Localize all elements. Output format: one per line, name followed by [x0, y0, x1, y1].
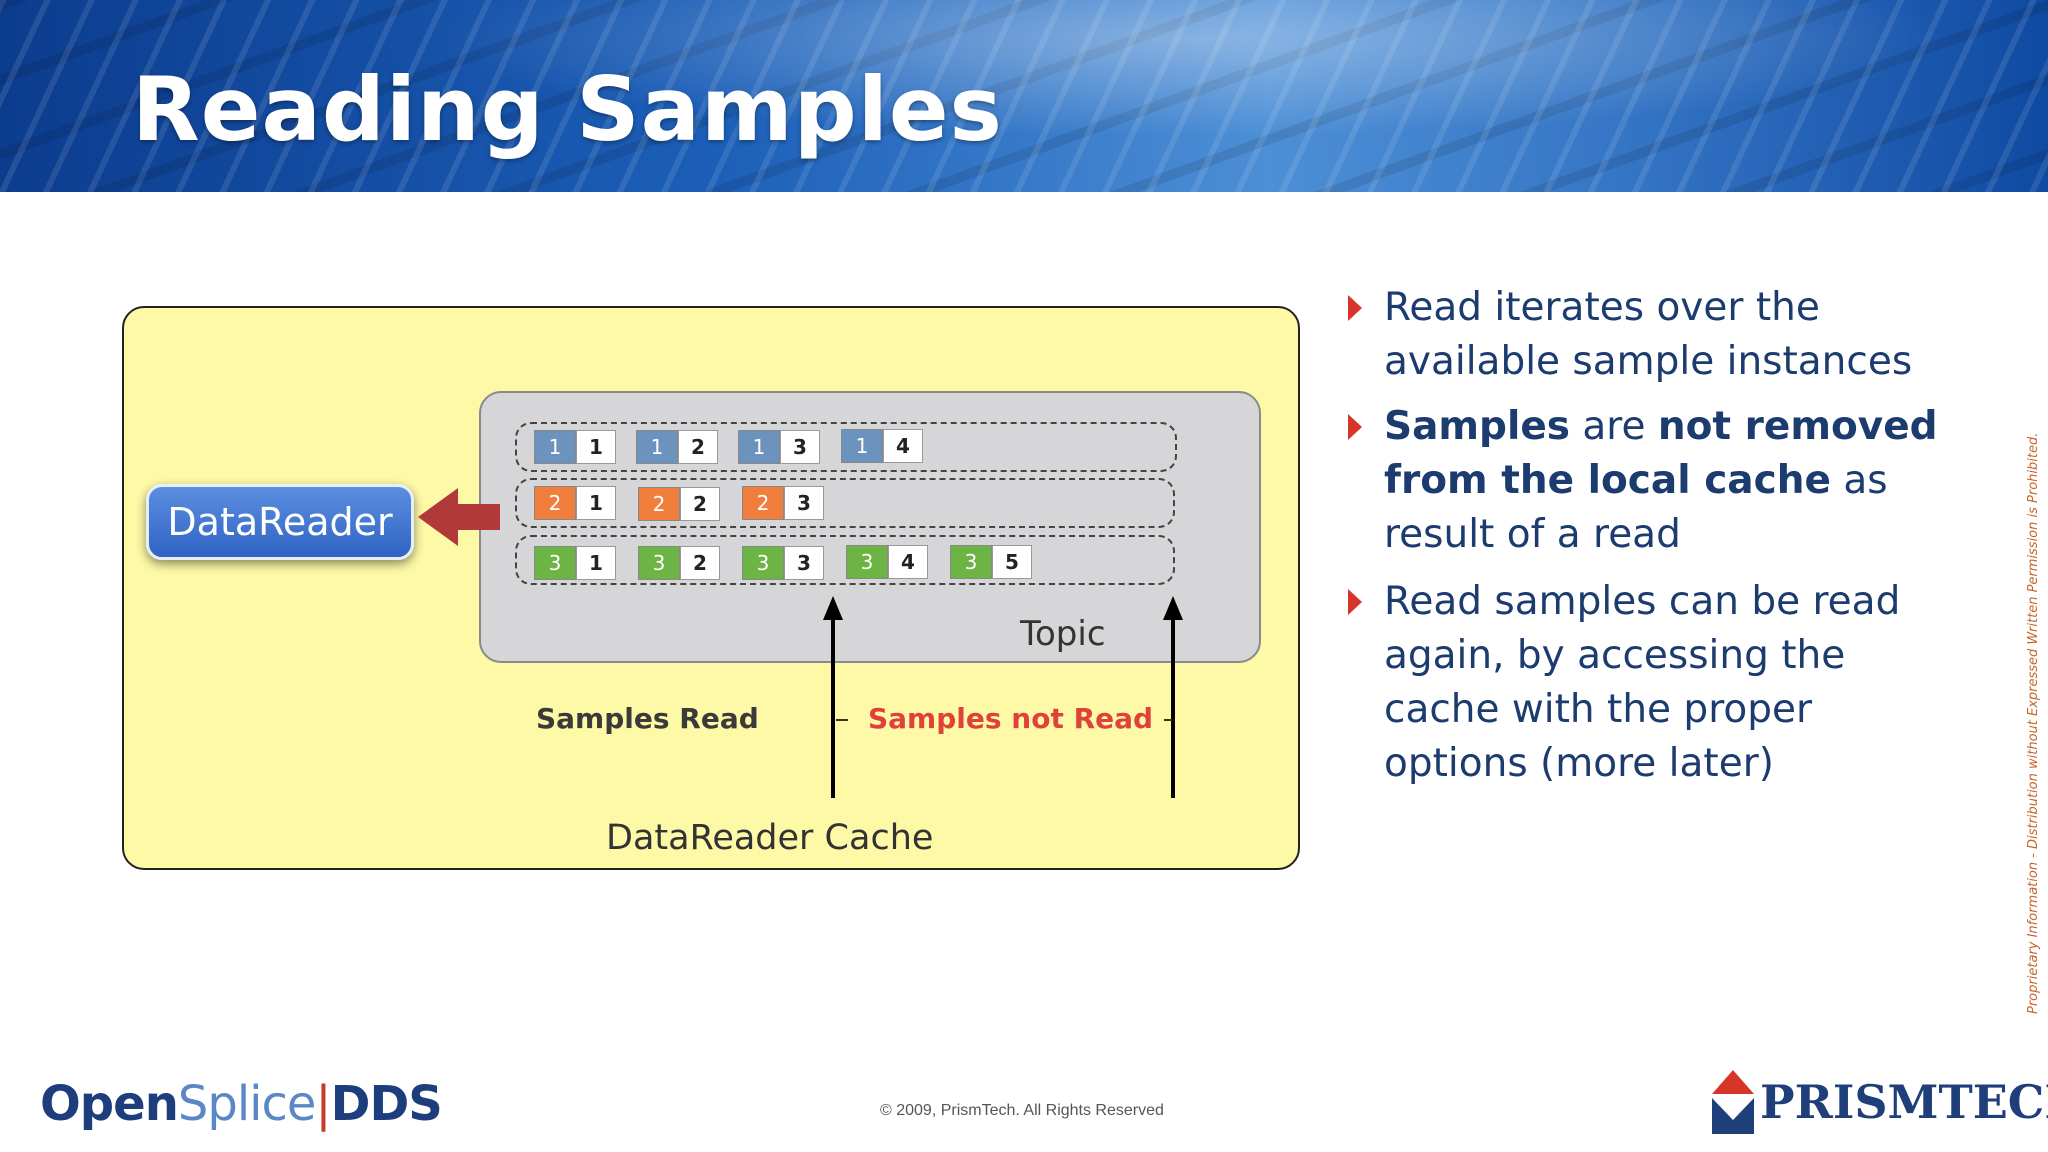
- sample-value: 3: [784, 486, 824, 520]
- bullet-text: Read iterates over the available sample …: [1384, 285, 1913, 384]
- samples-not-read-label: Samples not Read: [868, 702, 1154, 735]
- sample-key: 3: [534, 546, 576, 580]
- sample-key: 3: [950, 545, 992, 579]
- arrow-up-icon: [1163, 596, 1183, 798]
- sample-3-5: 3 5: [950, 545, 1032, 579]
- lane-instance-1: [515, 422, 1177, 472]
- sample-key: 1: [738, 430, 780, 464]
- copyright-text: © 2009, PrismTech. All Rights Reserved: [880, 1102, 1164, 1119]
- prismtech-logo: PRISMTECH: [1712, 1070, 2048, 1134]
- sample-2-3: 2 3: [742, 486, 824, 520]
- logo-splice: Splice: [177, 1076, 317, 1132]
- lane-instance-3: [515, 535, 1175, 585]
- prismtech-wordmark: PRISMTECH: [1760, 1075, 2048, 1129]
- sample-value: 2: [680, 487, 720, 521]
- topic-label: Topic: [1020, 614, 1106, 654]
- bullet-text-part: are: [1570, 404, 1658, 449]
- sample-value: 4: [888, 545, 928, 579]
- datareader-cache-label: DataReader Cache: [606, 818, 934, 858]
- sample-value: 1: [576, 430, 616, 464]
- sample-key: 1: [841, 429, 883, 463]
- bullet-emphasis: Samples: [1384, 404, 1570, 449]
- sample-key: 3: [742, 546, 784, 580]
- sample-1-2: 1 2: [636, 430, 718, 464]
- sample-3-4: 3 4: [846, 545, 928, 579]
- sample-key: 1: [636, 430, 678, 464]
- logo-separator: |: [315, 1076, 331, 1132]
- sample-value: 2: [678, 430, 718, 464]
- bullet-text: Read samples can be read again, by acces…: [1384, 579, 1901, 786]
- bullet-arrow-icon: [1348, 589, 1362, 615]
- prism-icon: [1712, 1070, 1754, 1134]
- sample-2-2: 2 2: [638, 487, 720, 521]
- logo-open: Open: [40, 1076, 179, 1132]
- sample-key: 1: [534, 430, 576, 464]
- proprietary-notice: Proprietary Information - Distribution w…: [2026, 432, 2041, 1014]
- sample-value: 4: [883, 429, 923, 463]
- sample-key: 2: [742, 486, 784, 520]
- sample-3-1: 3 1: [534, 546, 616, 580]
- sample-key: 2: [534, 486, 576, 520]
- sample-value: 3: [784, 546, 824, 580]
- logo-dds: DDS: [330, 1076, 443, 1132]
- sample-value: 5: [992, 545, 1032, 579]
- sample-3-2: 3 2: [638, 546, 720, 580]
- arrow-up-icon: [823, 596, 843, 798]
- sample-value: 1: [576, 486, 616, 520]
- sample-3-3: 3 3: [742, 546, 824, 580]
- slide-title: Reading Samples: [132, 58, 1003, 161]
- sample-key: 3: [846, 545, 888, 579]
- bullet-text: Samples are not removed from the local c…: [1384, 400, 1944, 562]
- datareader-node: DataReader: [146, 484, 414, 560]
- sample-value: 1: [576, 546, 616, 580]
- sample-key: 3: [638, 546, 680, 580]
- opensplice-logo: OpenSplice|DDS: [40, 1076, 443, 1132]
- sample-1-3: 1 3: [738, 430, 820, 464]
- sample-1-4: 1 4: [841, 429, 923, 463]
- header-banner: Reading Samples: [0, 0, 2048, 192]
- lane-instance-2: [515, 478, 1175, 528]
- sample-value: 2: [680, 546, 720, 580]
- sample-1-1: 1 1: [534, 430, 616, 464]
- sample-2-1: 2 1: [534, 486, 616, 520]
- bullet-arrow-icon: [1348, 414, 1362, 440]
- sample-value: 3: [780, 430, 820, 464]
- arrow-left-icon: [418, 488, 500, 546]
- bullet-emphasis: not removed from the local cache: [1384, 404, 1938, 503]
- sample-key: 2: [638, 487, 680, 521]
- bullet-text-part: as result of a read: [1384, 458, 1888, 557]
- bullet-arrow-icon: [1348, 295, 1362, 321]
- samples-read-label: Samples Read: [536, 702, 759, 735]
